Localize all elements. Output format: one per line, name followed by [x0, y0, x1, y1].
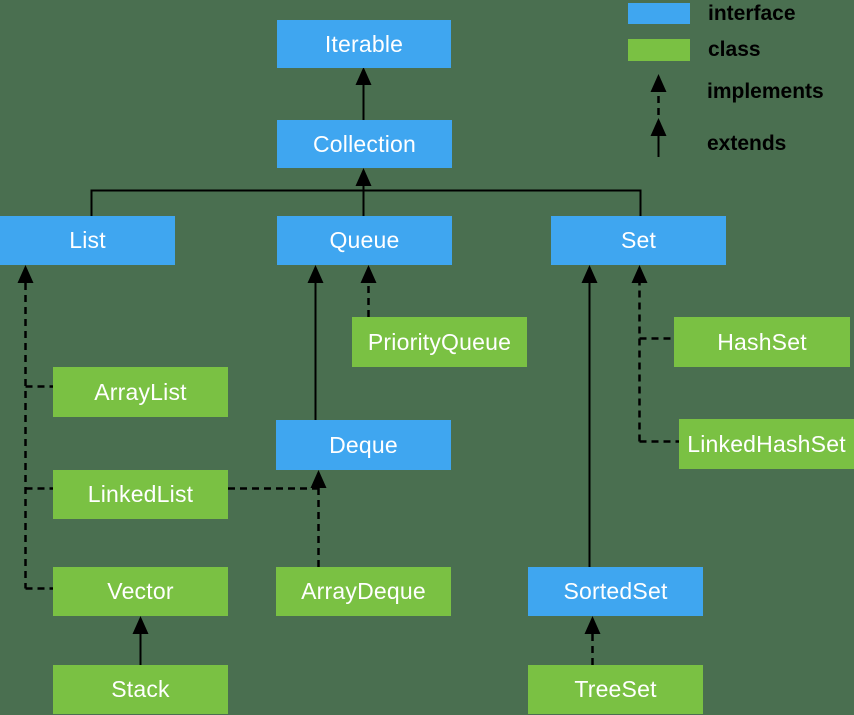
- node-label: ArrayDeque: [301, 578, 426, 604]
- edge-sortedset-extends-set: [581, 265, 598, 567]
- node-queue: Queue: [277, 216, 452, 265]
- node-label: LinkedHashSet: [687, 430, 846, 457]
- node-deque: Deque: [276, 420, 451, 470]
- node-label: LinkedList: [87, 481, 194, 507]
- node-stack: Stack: [53, 665, 228, 714]
- node-priorityqueue: PriorityQueue: [352, 317, 527, 367]
- legend-implements-arrow-icon: [650, 74, 667, 115]
- node-arraydeque: ArrayDeque: [276, 567, 451, 616]
- node-set: Set: [551, 216, 726, 265]
- node-label: Collection: [313, 130, 416, 157]
- legend-interface-swatch: [628, 3, 690, 24]
- node-iterable: Iterable: [277, 20, 451, 68]
- node-label: Iterable: [324, 30, 404, 57]
- legend-interface-label: interface: [708, 2, 796, 25]
- legend-extends-arrow-icon: [650, 118, 667, 157]
- node-label: SortedSet: [563, 578, 668, 604]
- edge-deque-extends-queue: [307, 265, 324, 420]
- legend-class-swatch: [628, 39, 690, 61]
- edge-priorityqueue-implements-queue: [360, 265, 377, 317]
- node-label: Stack: [111, 676, 170, 702]
- node-label: Set: [620, 227, 657, 253]
- legend-implements-label: implements: [707, 80, 824, 103]
- edge-queue-extends-collection: [355, 168, 372, 216]
- edge-deque-implementations: [228, 470, 327, 567]
- node-treeset: TreeSet: [528, 665, 703, 714]
- node-linkedlist: LinkedList: [53, 470, 228, 519]
- node-label: Deque: [329, 431, 398, 458]
- edge-list-implementations: [17, 265, 53, 590]
- node-list: List: [0, 216, 175, 265]
- edge-stack-extends-vector: [132, 616, 149, 665]
- node-arraylist: ArrayList: [53, 367, 228, 417]
- edge-set-implementations: [631, 265, 679, 443]
- node-label: Queue: [329, 227, 400, 253]
- legend-extends-label: extends: [707, 132, 787, 155]
- edge-list-set-extends-collection-bus: [90, 189, 642, 216]
- edge-collection-extends-iterable: [355, 67, 372, 120]
- legend-class-label: class: [708, 38, 761, 61]
- node-vector: Vector: [53, 567, 228, 616]
- node-label: PriorityQueue: [367, 328, 512, 355]
- edge-treeset-implements-sortedset: [584, 616, 601, 665]
- node-label: TreeSet: [574, 676, 657, 702]
- node-label: Vector: [107, 578, 174, 604]
- node-linkedhashset: LinkedHashSet: [679, 419, 854, 469]
- node-label: ArrayList: [94, 378, 187, 405]
- node-collection: Collection: [277, 120, 452, 168]
- node-sortedset: SortedSet: [528, 567, 703, 616]
- node-label: List: [69, 227, 106, 253]
- node-hashset: HashSet: [674, 317, 850, 367]
- node-label: HashSet: [717, 328, 807, 355]
